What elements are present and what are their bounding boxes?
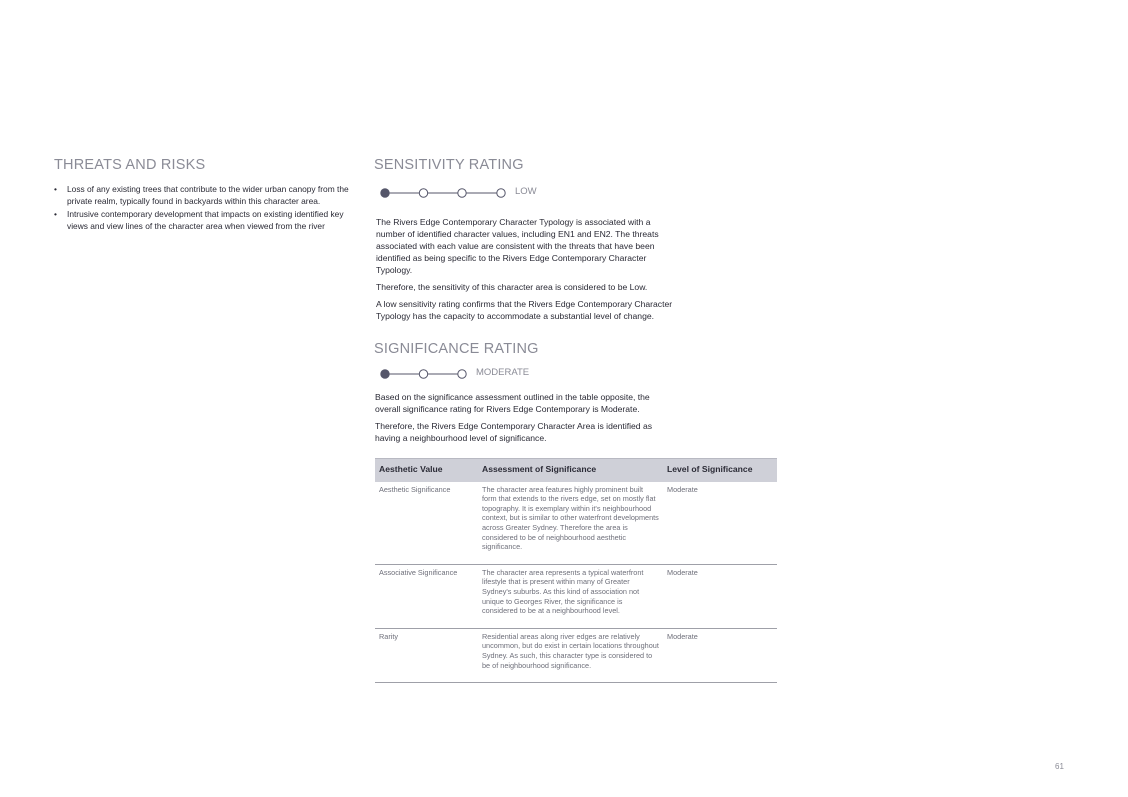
table-cell: Moderate xyxy=(663,481,777,565)
threat-text: Intrusive contemporary development that … xyxy=(67,209,344,231)
table-cell: The character area represents a typical … xyxy=(478,564,663,629)
significance-table: Aesthetic Value Assessment of Significan… xyxy=(375,457,777,684)
threat-text: Loss of any existing trees that contribu… xyxy=(67,184,349,206)
significance-scale xyxy=(380,367,470,381)
sensitivity-rating-label: LOW xyxy=(515,186,537,197)
table-cell: The character area features highly promi… xyxy=(478,481,663,565)
significance-paragraph: Therefore, the Rivers Edge Contemporary … xyxy=(375,421,653,443)
list-item: • Intrusive contemporary development that… xyxy=(54,209,354,232)
threats-title: THREATS AND RISKS xyxy=(54,157,206,173)
table-cell: Moderate xyxy=(663,628,777,684)
scale-marker-empty xyxy=(457,188,467,198)
scale-marker-filled xyxy=(380,369,390,379)
scale-marker-empty xyxy=(496,188,506,198)
table-cell: Associative Significance xyxy=(375,564,478,629)
significance-scale-graphic xyxy=(380,369,467,379)
page-number: 61 xyxy=(1055,762,1064,771)
sensitivity-scale xyxy=(380,186,510,200)
sensitivity-paragraph: The Rivers Edge Contemporary Character T… xyxy=(376,217,659,275)
column-header: Level of Significance xyxy=(663,457,777,482)
significance-rating-label: MODERATE xyxy=(476,367,530,378)
table-cell: Aesthetic Significance xyxy=(375,481,478,565)
table-cell: Moderate xyxy=(663,564,777,629)
sensitivity-title: SENSITIVITY RATING xyxy=(374,157,524,173)
sensitivity-scale-graphic xyxy=(380,188,506,198)
table-row: Associative Significance The character a… xyxy=(375,564,777,629)
scale-marker-empty xyxy=(418,188,429,198)
scale-marker-filled xyxy=(380,188,390,198)
significance-title: SIGNIFICANCE RATING xyxy=(374,341,539,357)
column-header: Assessment of Significance xyxy=(478,457,663,482)
scale-marker-empty xyxy=(418,369,429,379)
column-header: Aesthetic Value xyxy=(375,457,478,482)
table-cell: Residential areas along river edges are … xyxy=(478,628,663,684)
sensitivity-paragraph: Therefore, the sensitivity of this chara… xyxy=(376,282,648,292)
scale-marker-empty xyxy=(457,369,467,379)
list-item: • Loss of any existing trees that contrib… xyxy=(54,184,354,207)
bullet-icon: • xyxy=(54,209,57,220)
significance-paragraph: Based on the significance assessment out… xyxy=(375,392,650,414)
bullet-icon: • xyxy=(54,184,57,194)
table-row: Aesthetic Significance The character are… xyxy=(375,481,777,565)
table-cell: Rarity xyxy=(375,628,478,684)
table-header-row: Aesthetic Value Assessment of Significan… xyxy=(375,457,777,482)
threats-list: • Loss of any existing trees that contrib… xyxy=(54,184,354,234)
sensitivity-paragraph: A low sensitivity rating confirms that t… xyxy=(376,299,673,321)
table-row: Rarity Residential areas along river edg… xyxy=(375,628,777,684)
